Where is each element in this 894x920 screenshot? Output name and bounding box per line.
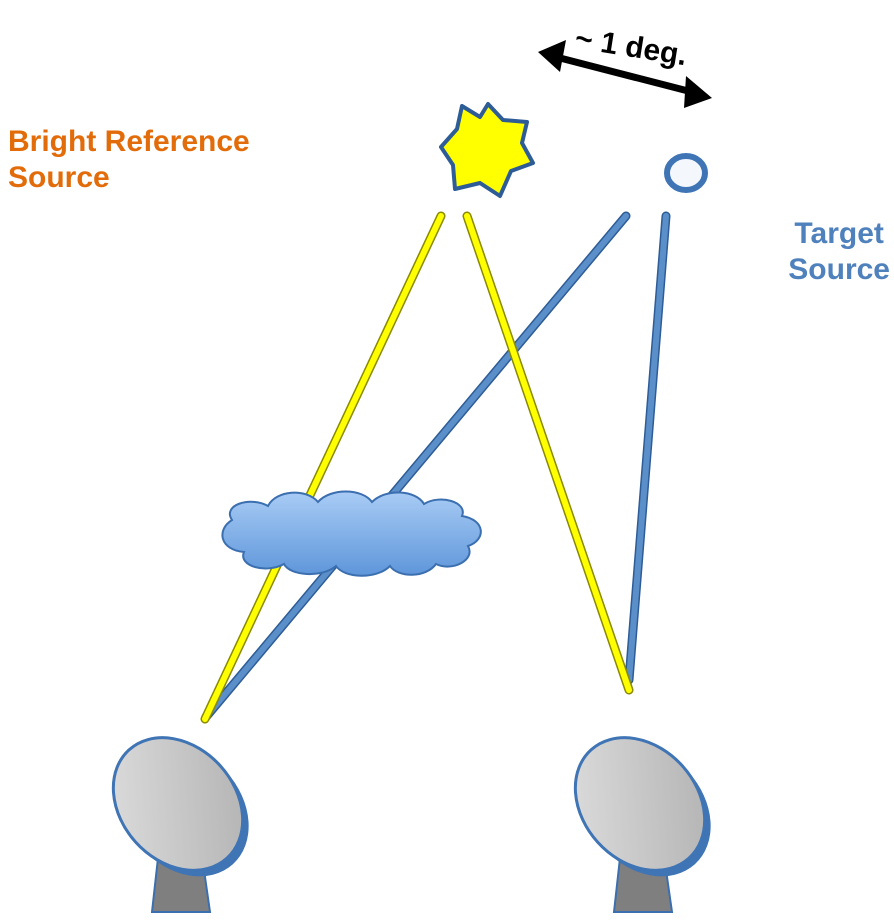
reference-label-line2: Source xyxy=(8,161,110,194)
reference-label-line1: Bright Reference xyxy=(8,125,250,158)
target-label-line2: Source xyxy=(788,253,890,286)
reference-source-label: Bright Reference Source xyxy=(8,124,250,196)
reference-rays xyxy=(200,211,634,724)
target-label-line1: Target xyxy=(794,217,884,250)
dish-antenna-icon xyxy=(573,736,711,913)
cloud-icon xyxy=(221,490,482,577)
dish-antenna-icon xyxy=(111,736,249,913)
separation-arrow xyxy=(538,40,712,108)
target-source-label: Target Source xyxy=(788,216,890,288)
target-rays xyxy=(201,211,671,722)
circle-icon xyxy=(664,153,708,193)
star-icon xyxy=(439,102,535,198)
